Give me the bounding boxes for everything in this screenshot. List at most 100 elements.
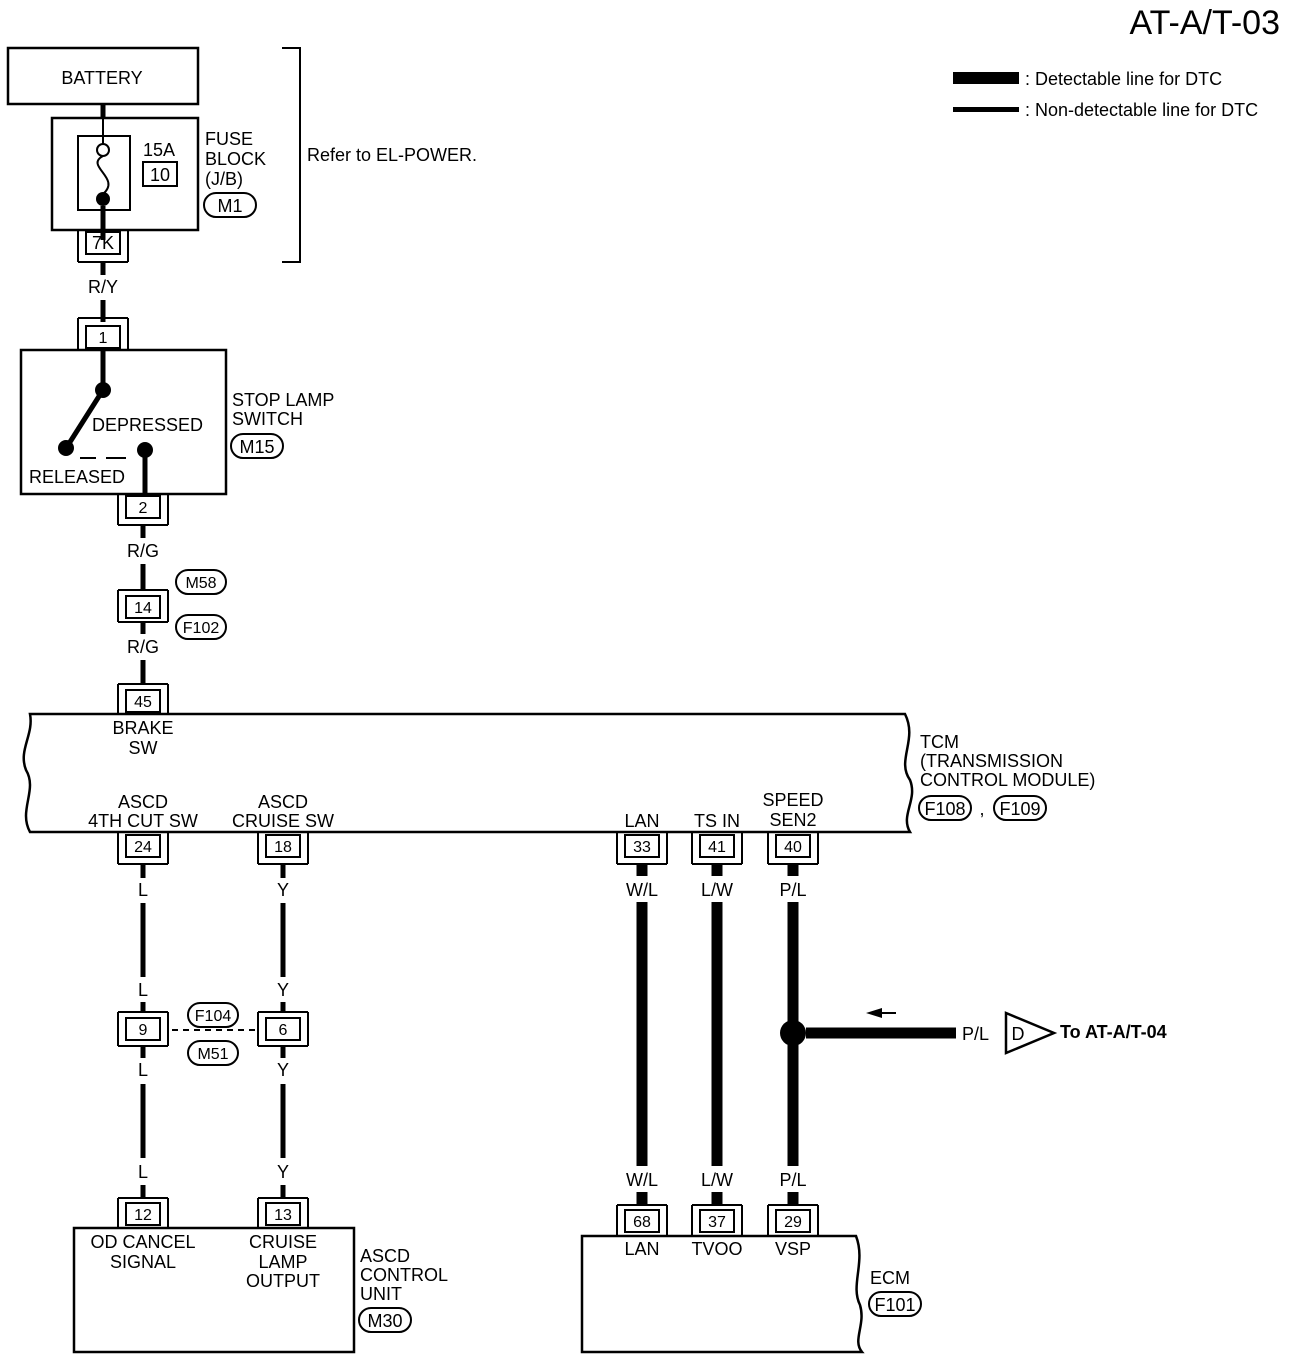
tcm-connector-2-badge: [993, 795, 1047, 821]
stop-switch-label-2: SWITCH: [232, 409, 303, 429]
ecm-connector-badge: [868, 1291, 922, 1317]
joint-bottom: F102: [183, 620, 220, 637]
joint-pin: 14: [134, 600, 152, 617]
ecm-name: ECM: [870, 1268, 910, 1288]
stop-switch-released: RELEASED: [29, 467, 125, 487]
refer-text: Refer to EL-POWER.: [307, 145, 477, 165]
tcm-pin-24-box: [125, 834, 161, 858]
battery-label: BATTERY: [61, 68, 142, 88]
stop-switch-connector-badge: [230, 433, 284, 459]
stop-switch-pin-out-box: [125, 495, 161, 519]
joint-connector-14: 14 M58 F102: [117, 569, 227, 640]
ascd-pin-13: 13: [274, 1207, 292, 1224]
wire-lw-label-1: L/W: [701, 880, 733, 900]
wire-l-label-3: L: [138, 1060, 148, 1080]
tcm-pin-18-box: [265, 834, 301, 858]
fuse-connector: M1: [217, 196, 242, 216]
stop-switch-pin-in-box: [85, 325, 121, 349]
tcm-pin-24: 24: [134, 839, 152, 856]
legend-detectable-swatch: [953, 72, 1019, 84]
wire-rg-label-2: R/G: [127, 637, 159, 657]
tcm-label-1: TCM: [920, 732, 959, 752]
ascd-cruise-label-2: LAMP: [258, 1252, 307, 1272]
ascd-cruise-label-1: CRUISE: [249, 1232, 317, 1252]
wire-y-label-3: Y: [277, 1060, 289, 1080]
wire-pl-label-2: P/L: [779, 1170, 806, 1190]
wire-pl-label-1: P/L: [779, 880, 806, 900]
stop-switch-label-1: STOP LAMP: [232, 390, 334, 410]
mid-connector: 9 6 F104 M51: [117, 1002, 309, 1066]
mid-pin-6: 6: [279, 1022, 288, 1039]
refer-bracket: [282, 47, 301, 263]
to-page-connector-icon: [1004, 1011, 1058, 1055]
ecm-lan: LAN: [624, 1239, 659, 1259]
wire-lw-label-2: L/W: [701, 1170, 733, 1190]
fuse-bottom-terminal: [96, 192, 110, 206]
ecm: 68 37 29 LAN TVOO VSP ECM F101: [580, 1204, 922, 1354]
fuse-number-box: [142, 161, 178, 187]
page-code: AT-A/T-03: [1129, 4, 1280, 42]
mid-bottom-badge: [187, 1040, 239, 1066]
tcm-pin-33: 33: [633, 839, 651, 856]
legend-non-detectable-swatch: [953, 107, 1019, 112]
battery: BATTERY: [6, 46, 200, 106]
tcm-pin-33-box: [624, 834, 660, 858]
fuse-rating: 15A: [143, 140, 175, 160]
fuse-terminal: 7K: [92, 233, 114, 253]
ecm-pin-68: 68: [633, 1214, 651, 1231]
tcm-brake-pin-box: [125, 689, 161, 713]
ecm-pin-29-box: [775, 1209, 811, 1233]
wire-y-label-1: Y: [277, 880, 289, 900]
signal-direction-arrowhead: [866, 1008, 882, 1018]
wire-l-label-1: L: [138, 880, 148, 900]
ascd-pin-12: 12: [134, 1207, 152, 1224]
ascd-od-label-1: OD CANCEL: [90, 1232, 195, 1252]
battery-box: [6, 46, 200, 106]
tcm-label-3: CONTROL MODULE): [920, 770, 1095, 790]
wire-y-label-4: Y: [277, 1162, 289, 1182]
wire-rg-label-1: R/G: [127, 541, 159, 561]
wire-ry-label: R/Y: [88, 277, 118, 297]
fuse-top-terminal: [96, 143, 110, 157]
tcm-brake-label-1: BRAKE: [112, 718, 173, 738]
wire-l-label-4: L: [138, 1162, 148, 1182]
ecm-pin-37-box: [699, 1209, 735, 1233]
ascd-connector-badge: [358, 1307, 412, 1333]
ascd-box: [72, 1226, 356, 1354]
legend-detectable-text: : Detectable line for DTC: [1025, 69, 1222, 89]
wire-wl-label-2: W/L: [626, 1170, 658, 1190]
ascd-pin-12-box: [125, 1202, 161, 1226]
ascd-connector: M30: [367, 1311, 402, 1331]
tcm-ascdc-label-1: ASCD: [258, 792, 308, 812]
fuse-block-label-1: FUSE: [205, 129, 253, 149]
fuse-terminal-box: [85, 231, 121, 255]
fuse-block-label-2: BLOCK: [205, 149, 266, 169]
mid-bottom: M51: [197, 1046, 228, 1063]
mid-pin-6-box: [265, 1017, 301, 1041]
ecm-box: [580, 1234, 865, 1354]
stop-switch-depressed: DEPRESSED: [92, 415, 203, 435]
tcm-lan-label: LAN: [624, 811, 659, 831]
ascd-name-2: CONTROL: [360, 1265, 448, 1285]
tcm-ascdc-label-2: CRUISE SW: [232, 811, 334, 831]
wire-l-label-2: L: [138, 980, 148, 1000]
ecm-pin-29: 29: [784, 1214, 802, 1231]
joint-top: M58: [185, 575, 216, 592]
tcm-ascd4-label-1: ASCD: [118, 792, 168, 812]
tcm-pin-41-box: [699, 834, 735, 858]
ecm-pin-37: 37: [708, 1214, 726, 1231]
ecm-tvoo: TVOO: [691, 1239, 742, 1259]
tcm-speed-label-2: SEN2: [769, 810, 816, 830]
to-page-letter: D: [1012, 1024, 1025, 1044]
stop-switch-connector: M15: [239, 437, 274, 457]
joint-top-badge: [175, 569, 227, 595]
ascd-name-1: ASCD: [360, 1246, 410, 1266]
wire-wl-label-1: W/L: [626, 880, 658, 900]
mid-top-badge: [187, 1002, 239, 1028]
ascd-pin-13-box: [265, 1202, 301, 1226]
tcm-connector-sep: ,: [979, 799, 984, 819]
ascd-name-3: UNIT: [360, 1284, 402, 1304]
tcm-pin-41: 41: [708, 839, 726, 856]
tcm-pin-40: 40: [784, 839, 802, 856]
stop-lamp-switch: 1 DEPRESSED RELEASED STOP LAMP SWITCH M1…: [19, 317, 334, 526]
